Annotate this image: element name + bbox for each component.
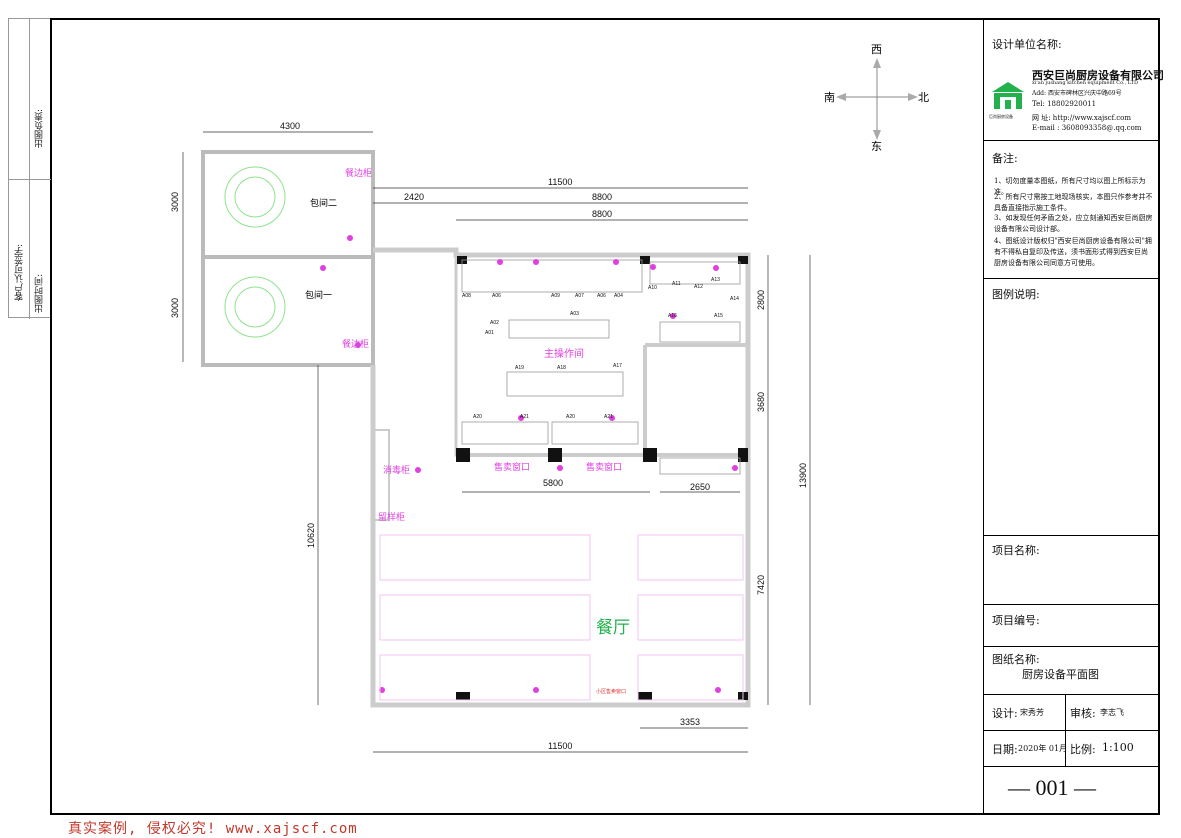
reviewer-name: 李志飞: [1100, 708, 1124, 717]
equip-code: A02: [490, 320, 499, 326]
note-1: 1、切勿度量本图纸，所有尺寸均以图上所标示为准。: [994, 177, 1146, 196]
dim-right-mid: 3680: [756, 392, 766, 412]
equip-code: A06: [492, 293, 501, 299]
label-sideboard-bottom: 餐边柜: [342, 338, 369, 350]
company-email: E-mail : 3608093358@.qq.com: [1032, 124, 1142, 132]
dim-corridor: 2420: [404, 192, 424, 202]
equip-code: A11: [672, 281, 681, 287]
equip-code: A12: [694, 284, 703, 290]
side-annotation-column: 出图负责: 客户认可签字: 出图时间:: [8, 18, 51, 319]
equip-code: A10: [648, 285, 657, 291]
scale-value: 1:100: [1102, 741, 1134, 754]
company-name: 西安巨尚厨房设备有限公司: [1032, 69, 1164, 82]
equip-code: A20: [566, 414, 575, 420]
label-private-room-1: 包间一: [305, 289, 332, 301]
compass-north: 北: [918, 91, 929, 104]
compass-icon: [836, 58, 918, 140]
notes-label: 备注:: [992, 152, 1018, 165]
dim-counter-span: 2650: [690, 482, 710, 492]
scale-label: 比例:: [1070, 743, 1096, 756]
project-no-label: 项目编号:: [992, 614, 1040, 627]
equip-code: A15: [714, 313, 723, 319]
compass-south: 南: [824, 91, 835, 104]
dim-bottom-total: 11500: [548, 741, 572, 751]
company-address: Add: 西安市碑林区兴庆中路69号: [1032, 90, 1122, 97]
equip-code: A13: [711, 277, 720, 283]
company-name-en: xi'an jushang kitchen equipment Co., LTD: [1032, 80, 1139, 86]
dim-kitchen-outer: 8800: [592, 192, 612, 202]
equip-code: A19: [515, 365, 524, 371]
label-sideboard-top: 餐边柜: [345, 167, 372, 179]
company-web: 网 址: http://www.xajscf.com: [1032, 114, 1132, 122]
company-tel: Tel: 18802920011: [1032, 100, 1097, 108]
dim-bottom-span: 3353: [680, 717, 700, 727]
compass-west: 西: [871, 43, 882, 56]
equip-code: A01: [485, 330, 494, 336]
equip-code: A21: [604, 414, 613, 420]
design-unit-label: 设计单位名称:: [992, 38, 1062, 51]
equip-code: A20: [473, 414, 482, 420]
dim-window-span: 5800: [543, 478, 563, 488]
equip-code: A04: [614, 293, 623, 299]
designer-label: 设计:: [992, 707, 1018, 720]
compass-east: 东: [871, 140, 882, 153]
label-private-room-2: 包间二: [310, 197, 337, 209]
dim-top-room-width: 4300: [280, 121, 300, 131]
dim-left-height: 10620: [306, 523, 316, 548]
logo-caption: 巨尚厨房设备: [989, 114, 1013, 119]
equip-code: A14: [730, 296, 739, 302]
equip-code: A17: [613, 363, 622, 369]
date-value: 2020年 01月: [1018, 744, 1068, 753]
equip-code: A16: [668, 313, 677, 319]
note-2: 2、所有尺寸需按工地现场核实，本图只作参考并不具备直接指示施工条件。: [994, 193, 1153, 212]
drawing-desc-label: 图例说明:: [992, 288, 1040, 301]
dim-room1-height: 3000: [170, 298, 180, 318]
floor-plan: 4300 11500 2420 8800 8800 3000 3000 2800…: [170, 43, 929, 753]
reviewer-label: 审核:: [1070, 707, 1096, 720]
footer-watermark: 真实案例, 侵权必究! www.xajscf.com: [68, 821, 358, 837]
dim-room2-height: 3000: [170, 192, 180, 212]
equip-code: A09: [551, 293, 560, 299]
dim-right-top: 2800: [756, 290, 766, 310]
company-logo: [990, 80, 1026, 110]
equip-code: A08: [462, 293, 471, 299]
project-name-label: 项目名称:: [992, 544, 1040, 557]
date-label: 日期:: [992, 743, 1018, 756]
label-sales-window-left: 售卖窗口: [494, 461, 530, 473]
label-sample-cabinet: 留样柜: [378, 511, 405, 523]
dim-right-total: 13900: [798, 463, 808, 488]
drawing-name-label: 图纸名称:: [992, 653, 1040, 666]
label-community-window: 小区售卖窗口: [596, 688, 626, 695]
dim-kitchen-inner: 8800: [592, 209, 612, 219]
label-disinfection-cabinet: 消毒柜: [383, 464, 410, 476]
drawing-frame: [50, 18, 1160, 815]
label-dining-hall: 餐厅: [596, 618, 630, 638]
sheet-number: — 001 —: [1008, 775, 1096, 800]
dim-top-total: 11500: [548, 177, 572, 187]
drawing-name: 厨房设备平面图: [1022, 668, 1099, 681]
note-3: 3、如发现任何矛盾之处，应立刻通知西安巨尚厨房设备有限公司设计部。: [994, 214, 1153, 233]
equip-code: A06: [597, 293, 606, 299]
note-4: 4、图纸设计版权归"西安巨尚厨房设备有限公司"拥有不得私自复印及传送，须书面形式…: [994, 237, 1152, 267]
equip-code: A21: [520, 414, 529, 420]
title-block: [983, 18, 1160, 815]
equip-code: A18: [557, 365, 566, 371]
label-sales-window-right: 售卖窗口: [586, 461, 622, 473]
equip-code: A03: [570, 311, 579, 317]
dim-right-bottom: 7420: [756, 575, 766, 595]
equip-code: A07: [575, 293, 584, 299]
designer-name: 宋秀芳: [1020, 708, 1044, 717]
label-main-kitchen: 主操作间: [544, 347, 584, 360]
